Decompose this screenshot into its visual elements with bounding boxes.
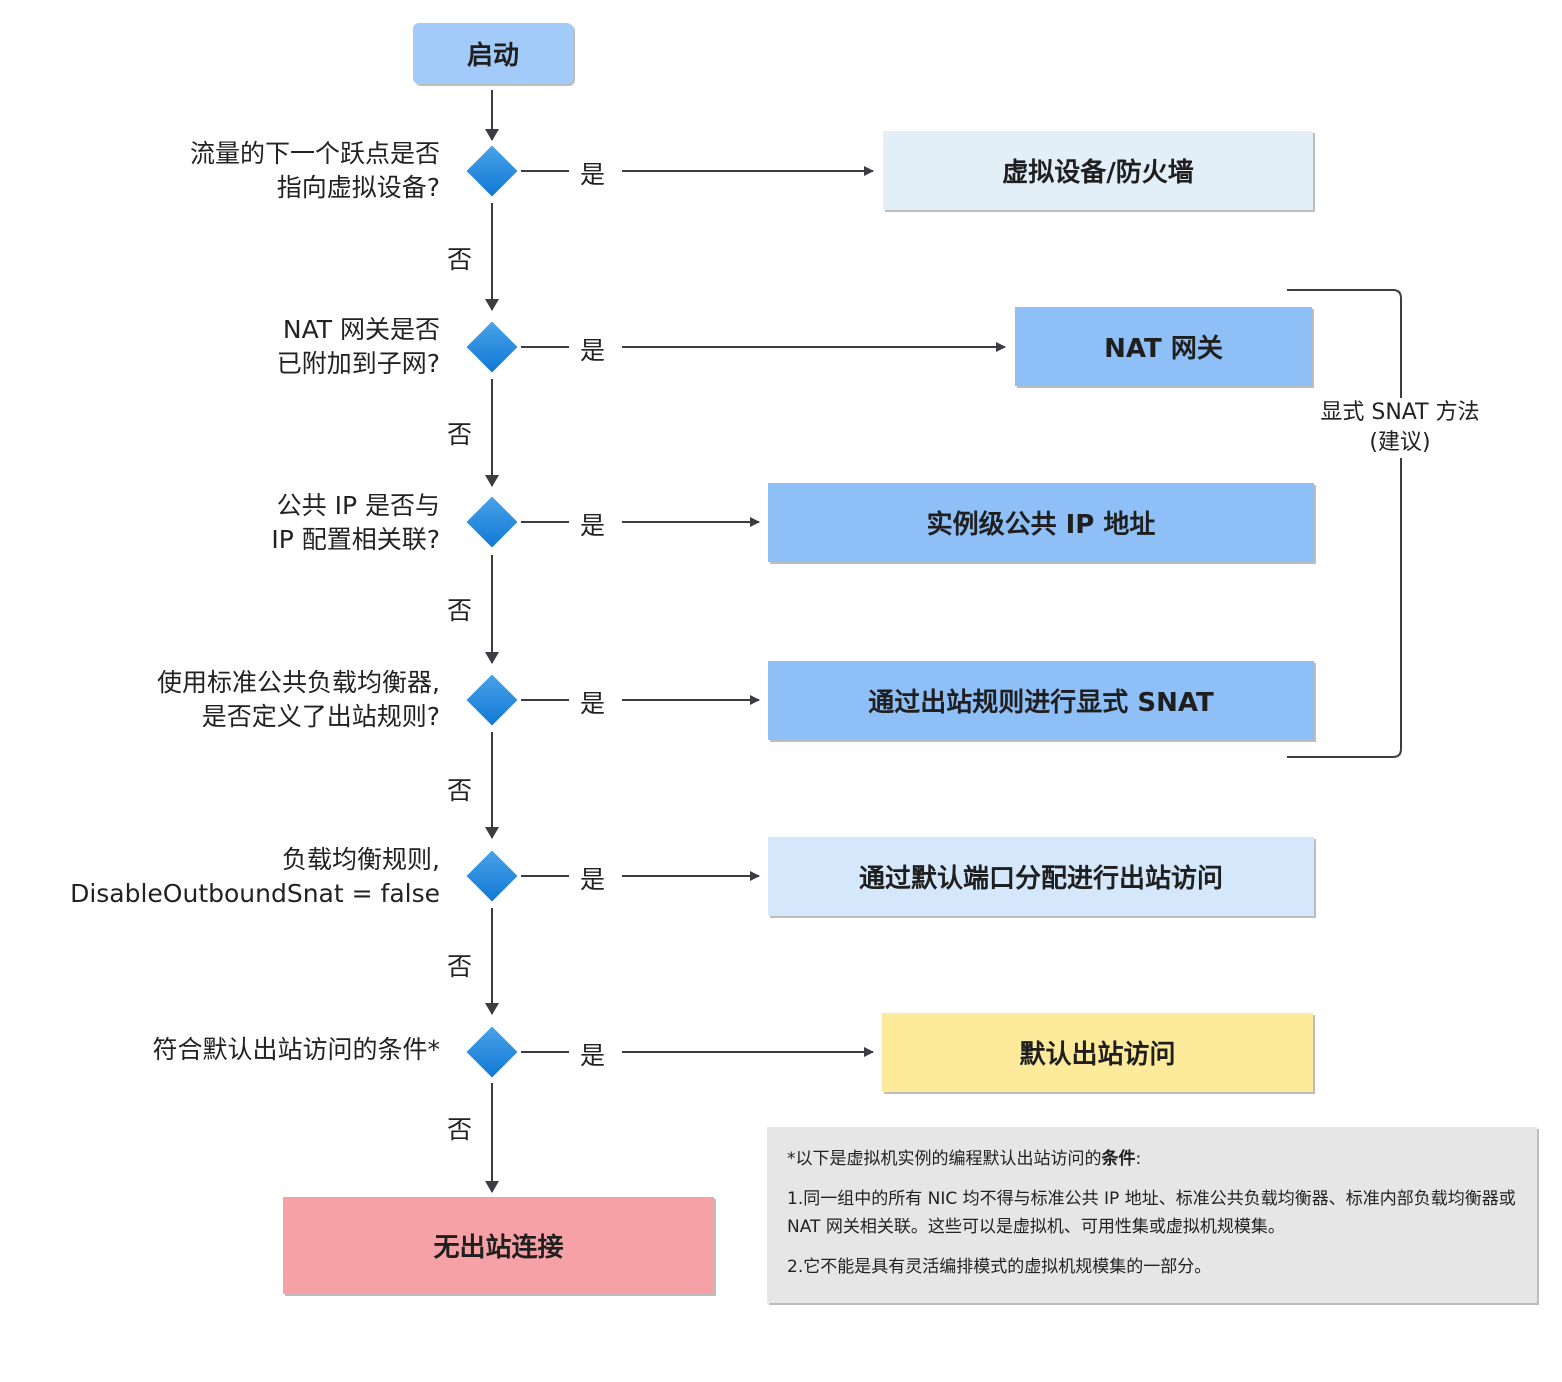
snat-bracket-label: 显式 SNAT 方法 (建议)	[1300, 398, 1500, 458]
question-3: 公共 IP 是否与 IP 配置相关联?	[271, 491, 440, 554]
end-no-outbound: 无出站连接	[283, 1197, 714, 1294]
no-label-3: 否	[447, 596, 473, 625]
yes-label-5: 是	[580, 865, 606, 894]
no-label-6: 否	[447, 1115, 473, 1144]
outcome-default-outbound-access: 默认出站访问	[882, 1013, 1313, 1092]
yes-label-6: 是	[580, 1041, 606, 1070]
yes-label-3: 是	[580, 511, 606, 540]
note-item-2: 2.它不能是具有灵活编排模式的虚拟机规模集的一部分。	[787, 1257, 1212, 1277]
outcome-nat-gateway: NAT 网关	[1015, 307, 1312, 386]
question-2: NAT 网关是否 已附加到子网?	[276, 315, 440, 378]
no-label-4: 否	[447, 776, 473, 805]
note-item-1: 1.同一组中的所有 NIC 均不得与标准公共 IP 地址、标准公共负载均衡器、标…	[787, 1189, 1516, 1237]
outcome-outbound-rules-snat: 通过出站规则进行显式 SNAT	[768, 661, 1314, 740]
yes-label-1: 是	[580, 160, 606, 189]
start-node: 启动	[413, 23, 573, 84]
note-title: *以下是虚拟机实例的编程默认出站访问的条件:	[787, 1149, 1142, 1169]
no-label-5: 否	[447, 952, 473, 981]
question-5: 负载均衡规则, DisableOutboundSnat = false	[70, 845, 440, 908]
yes-label-4: 是	[580, 689, 606, 718]
question-4: 使用标准公共负载均衡器, 是否定义了出站规则?	[157, 668, 440, 731]
outcome-default-port-allocation: 通过默认端口分配进行出站访问	[768, 837, 1314, 916]
snat-bracket	[1287, 289, 1402, 758]
start-label: 启动	[466, 41, 519, 71]
no-label-2: 否	[447, 420, 473, 449]
question-6: 符合默认出站访问的条件*	[152, 1035, 440, 1064]
yes-label-2: 是	[580, 336, 606, 365]
conditions-note: *以下是虚拟机实例的编程默认出站访问的条件: 1.同一组中的所有 NIC 均不得…	[767, 1127, 1537, 1303]
question-1: 流量的下一个跃点是否 指向虚拟设备?	[189, 139, 440, 202]
no-label-1: 否	[447, 245, 473, 274]
outcome-instance-public-ip: 实例级公共 IP 地址	[768, 483, 1314, 562]
outcome-virtual-appliance: 虚拟设备/防火墙	[883, 131, 1313, 210]
